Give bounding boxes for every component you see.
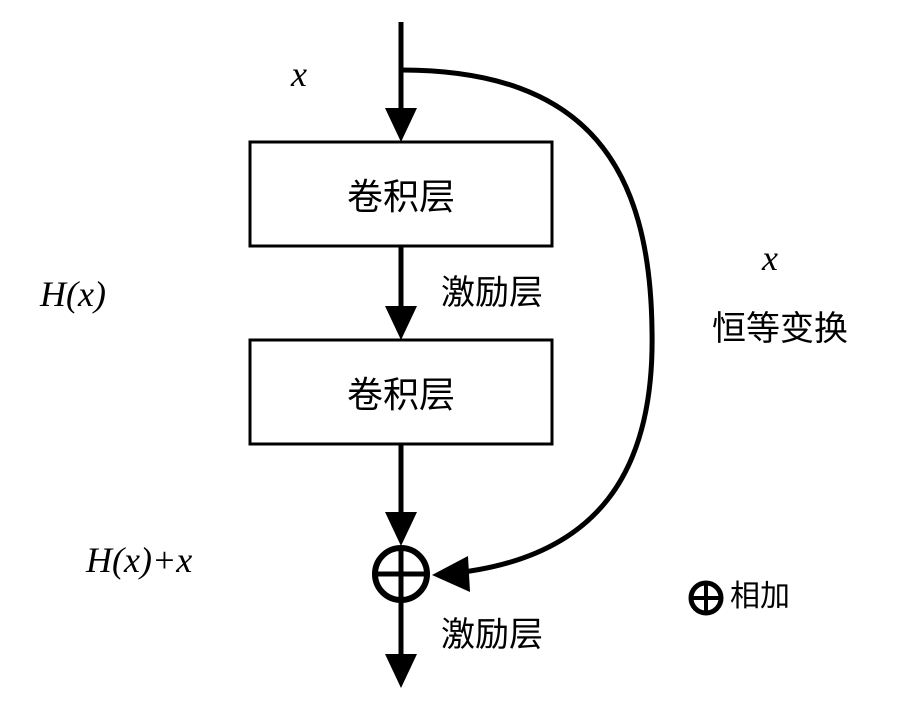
conv-block-1-label: 卷积层	[346, 177, 455, 218]
sum-node	[372, 545, 430, 603]
sum-output-label: H(x)+x	[86, 540, 193, 580]
identity-mapping-label: 恒等变换	[712, 309, 848, 349]
input-arrowhead	[385, 108, 417, 142]
shortcut-arrowhead	[432, 556, 470, 592]
activation-1-label: 激励层	[441, 273, 543, 313]
input-x-label: x	[291, 54, 307, 94]
conv-block-1	[248, 140, 554, 248]
activation-2-label: 激励层	[441, 615, 543, 655]
shortcut-curve	[400, 67, 655, 577]
legend-sum-icon	[688, 580, 724, 616]
shortcut-x-label: x	[762, 238, 778, 278]
legend-sum-label: 相加	[730, 579, 790, 614]
residual-function-label: H(x)	[40, 274, 106, 314]
output-arrowhead	[385, 654, 417, 688]
conv-block-2-label: 卷积层	[346, 375, 455, 416]
middle-arrowhead	[385, 306, 417, 340]
pre-sum-arrowhead	[385, 512, 417, 546]
